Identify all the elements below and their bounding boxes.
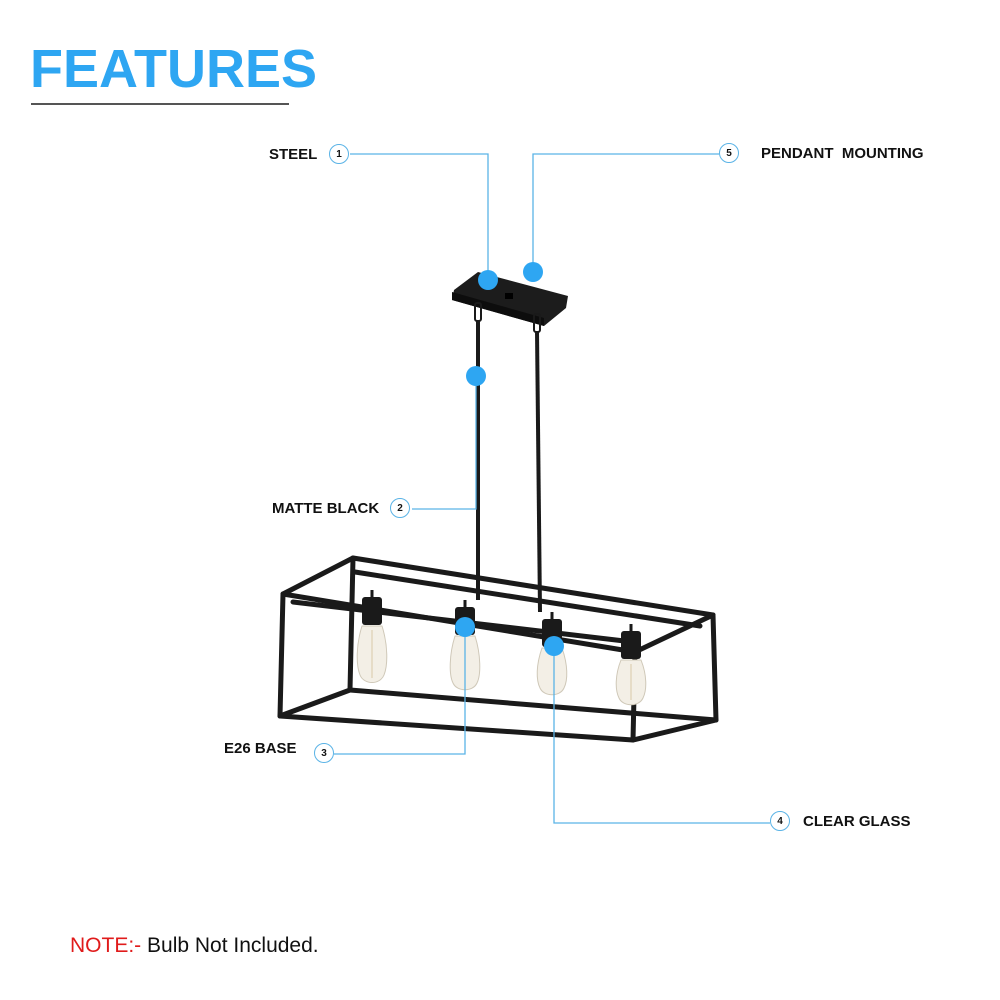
bulb-note: NOTE:- Bulb Not Included. [70, 934, 319, 958]
bulb-1 [356, 590, 388, 683]
title-underline [31, 103, 289, 105]
marker-e26-base [455, 617, 475, 637]
marker-matte-black [466, 366, 486, 386]
callout-badge-2: 2 [390, 498, 410, 518]
callout-badge-5: 5 [719, 143, 739, 163]
bulb-4 [615, 624, 647, 706]
marker-pendant-mounting [523, 262, 543, 282]
cage-frame [277, 555, 719, 743]
marker-steel [478, 270, 498, 290]
callout-markers [455, 262, 564, 656]
suspension-rods [474, 302, 542, 613]
callout-badge-3: 3 [314, 743, 334, 763]
callout-label-e26-base: E26 BASE [224, 740, 297, 757]
note-prefix: NOTE:- [70, 934, 142, 957]
marker-clear-glass [544, 636, 564, 656]
page-title: FEATURES [30, 39, 318, 99]
callout-label-clear-glass: CLEAR GLASS [803, 813, 911, 830]
ceiling-canopy [452, 272, 568, 326]
note-text: Bulb Not Included. [141, 934, 319, 957]
callout-label-steel: STEEL [269, 146, 318, 163]
callout-label-pendant-mounting: PENDANT MOUNTING [761, 145, 924, 162]
callout-badge-4: 4 [770, 811, 790, 831]
callout-label-matte-black: MATTE BLACK [272, 500, 380, 517]
callout-badge-1: 1 [329, 144, 349, 164]
leader-lines [334, 153, 770, 824]
